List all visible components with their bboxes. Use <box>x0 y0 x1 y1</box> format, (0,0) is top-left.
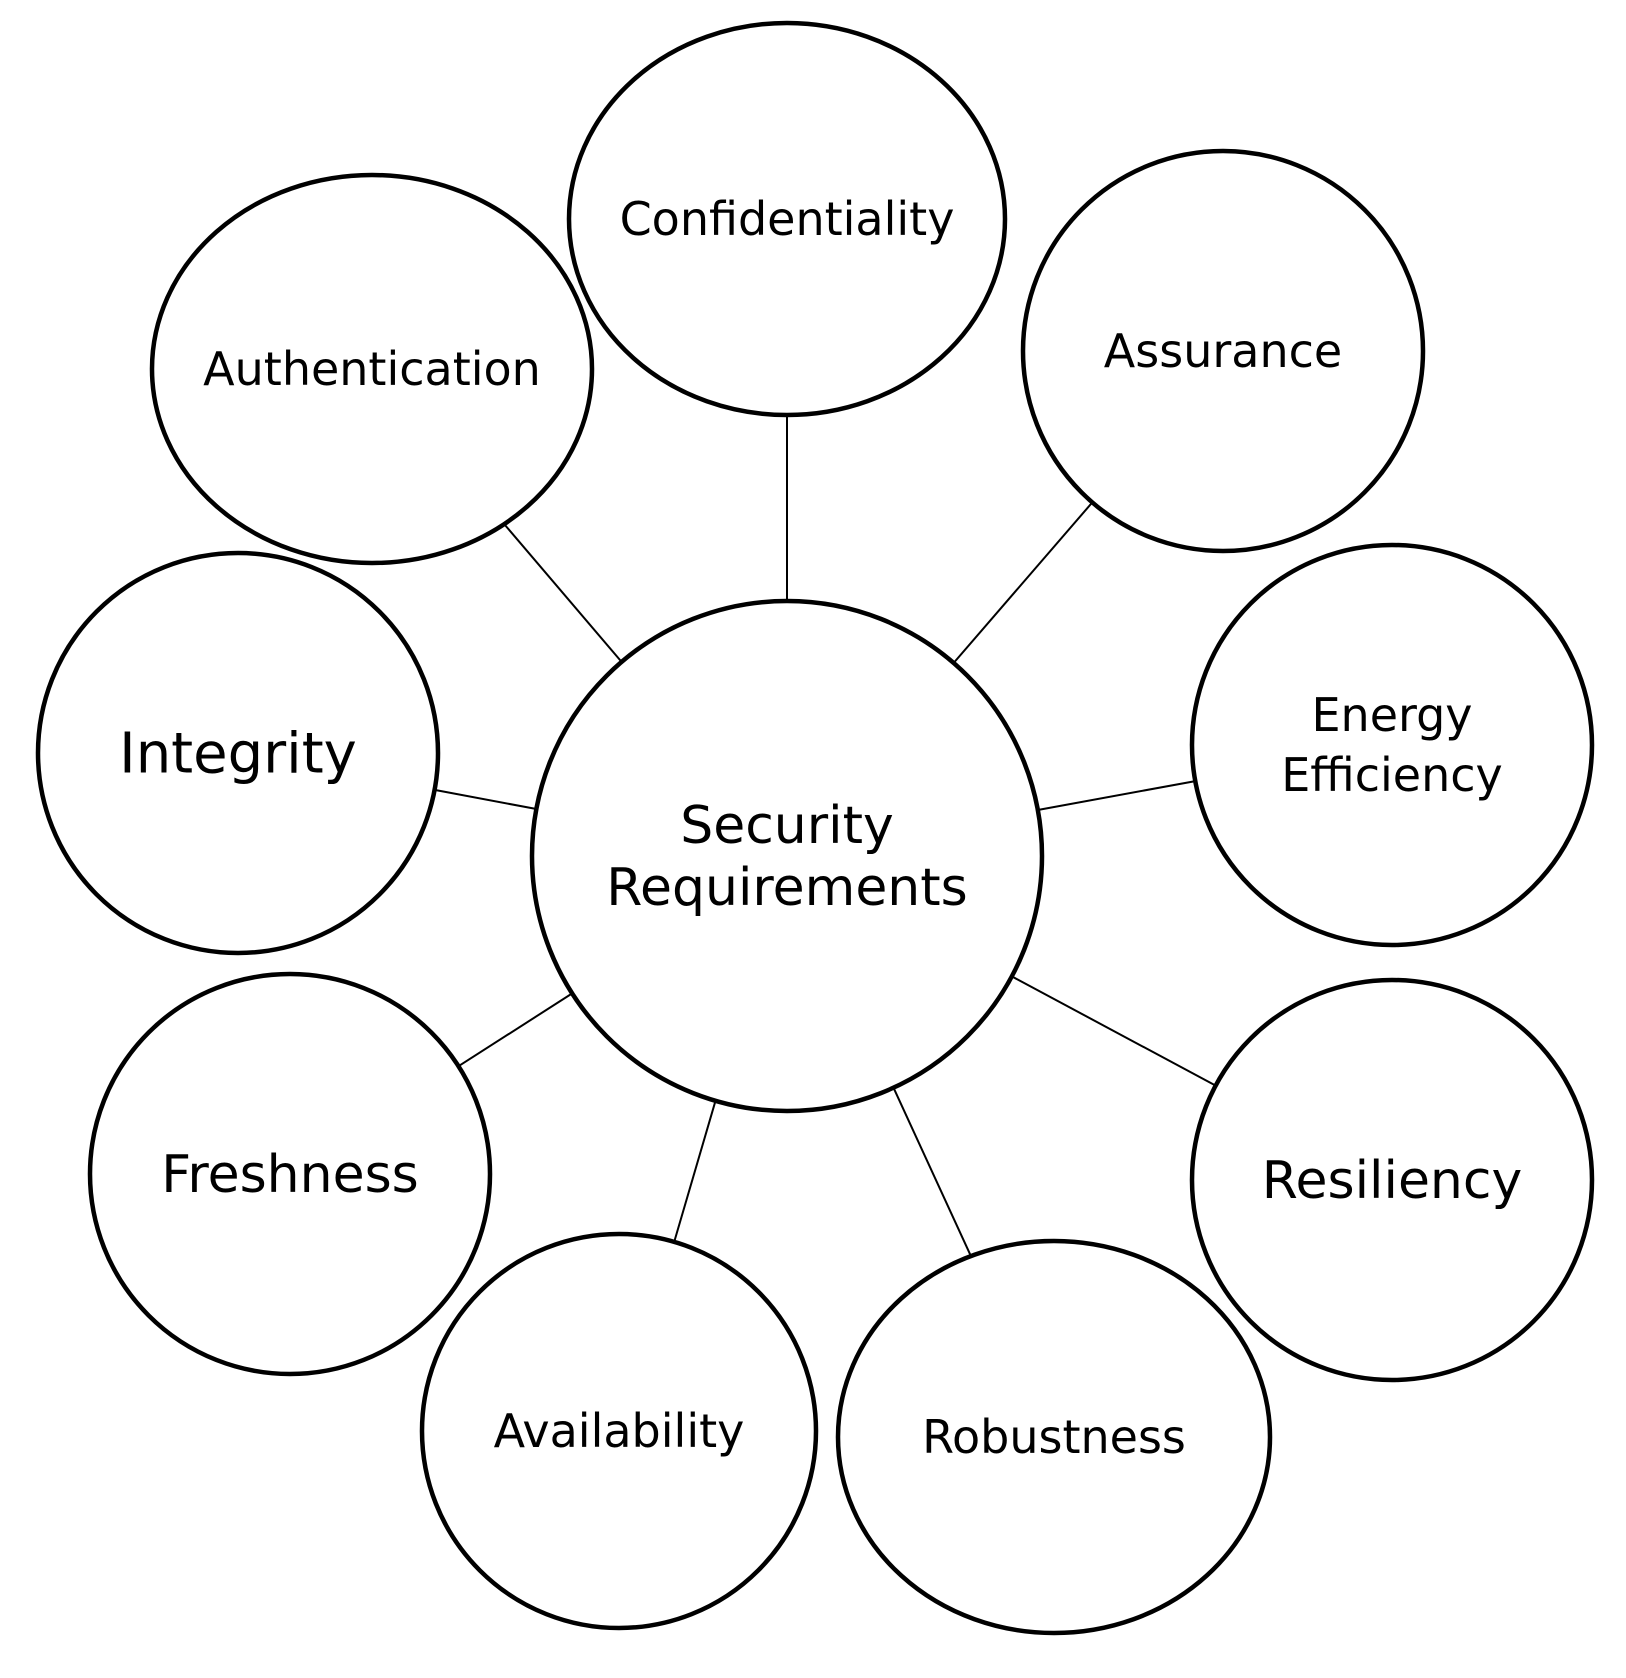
node-robustness-circle <box>835 1238 1273 1636</box>
connector-freshness <box>457 992 573 1068</box>
node-confidentiality-circle <box>566 20 1008 418</box>
connector-availability <box>673 1100 717 1243</box>
central-node-circle <box>529 598 1045 1114</box>
node-confidentiality-label-line-1: Confidentiality <box>620 192 955 246</box>
node-assurance: Assurance <box>1020 148 1426 554</box>
connector-integrity <box>434 788 537 810</box>
node-resiliency-label-line-1: Resiliency <box>1262 1151 1523 1211</box>
node-resiliency: Resiliency <box>1189 977 1595 1383</box>
node-assurance-circle <box>1020 148 1426 554</box>
node-authentication-label-line-1: Authentication <box>203 342 541 396</box>
connector-resiliency <box>1011 975 1217 1087</box>
node-availability-circle <box>419 1231 819 1631</box>
node-authentication: Authentication <box>149 172 595 566</box>
central-node-label-line-1: Security <box>680 796 894 856</box>
connector-assurance <box>952 501 1094 664</box>
connector-authentication <box>503 523 623 663</box>
node-energy-efficiency-circle <box>1189 542 1595 948</box>
node-availability: Availability <box>419 1231 819 1631</box>
node-energy-efficiency-label-line-1: Energy <box>1311 688 1472 742</box>
node-integrity: Integrity <box>35 550 441 956</box>
central-node-label-line-2: Requirements <box>606 858 968 918</box>
connector-energy-efficiency <box>1037 780 1196 811</box>
node-freshness-circle <box>87 971 493 1377</box>
connector-lines <box>434 415 1217 1257</box>
node-energy-efficiency-label-line-2: Efficiency <box>1281 748 1503 802</box>
node-robustness: Robustness <box>835 1238 1273 1636</box>
node-freshness-label-line-1: Freshness <box>161 1145 419 1205</box>
node-integrity-circle <box>35 550 441 956</box>
connector-robustness <box>892 1087 972 1257</box>
node-availability-label-line-1: Availability <box>494 1404 745 1458</box>
node-freshness: Freshness <box>87 971 493 1377</box>
node-integrity-label-line-1: Integrity <box>119 722 357 787</box>
node-authentication-circle <box>149 172 595 566</box>
node-robustness-label-line-1: Robustness <box>922 1410 1186 1464</box>
node-assurance-label-line-1: Assurance <box>1104 324 1342 378</box>
node-resiliency-circle <box>1189 977 1595 1383</box>
node-confidentiality: Confidentiality <box>566 20 1008 418</box>
